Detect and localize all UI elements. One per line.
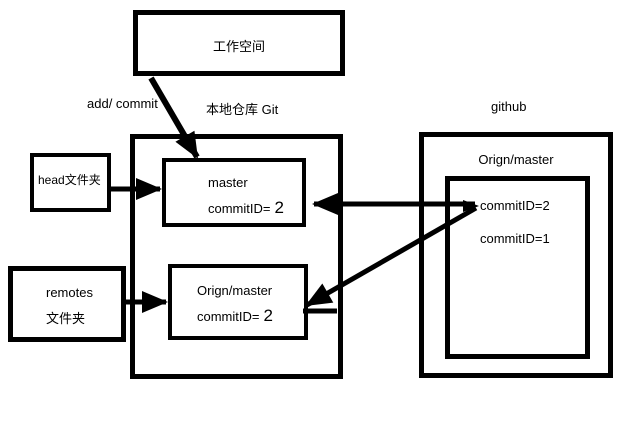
master-branch-name: master: [208, 175, 248, 190]
local-origin-name: Orign/master: [197, 283, 273, 298]
head-folder-label: head文件夹: [38, 173, 101, 187]
master-commit-prefix: commitID=: [208, 201, 271, 216]
remotes-folder-box: remotes 文件夹: [8, 266, 126, 342]
workspace-label: 工作空间: [212, 39, 265, 54]
master-commit-value: 2: [274, 198, 284, 217]
github-commits-box: commitID=2 commitID=1: [445, 176, 590, 359]
master-branch-box: master commitID=2: [162, 158, 306, 227]
head-folder-box: head文件夹: [30, 153, 111, 212]
github-commit-2: commitID=2: [480, 198, 550, 213]
workspace-box: 工作空间: [133, 10, 345, 76]
local-origin-commit-value: 2: [263, 306, 273, 325]
local-origin-commit-prefix: commitID=: [197, 309, 260, 324]
local-repo-title: 本地仓库 Git: [206, 102, 279, 117]
remotes-folder-line1: remotes: [46, 285, 93, 300]
master-commit-line: commitID=2: [208, 198, 302, 218]
github-title: github: [491, 99, 527, 114]
github-commit-1: commitID=1: [480, 231, 550, 246]
local-origin-commit-line: commitID=2: [197, 306, 304, 326]
remotes-folder-line2: 文件夹: [46, 311, 86, 326]
github-origin-label: Orign/master: [478, 152, 554, 167]
add-commit-label: add/ commit: [87, 96, 158, 111]
local-origin-master-box: Orign/master commitID=2: [168, 264, 308, 340]
